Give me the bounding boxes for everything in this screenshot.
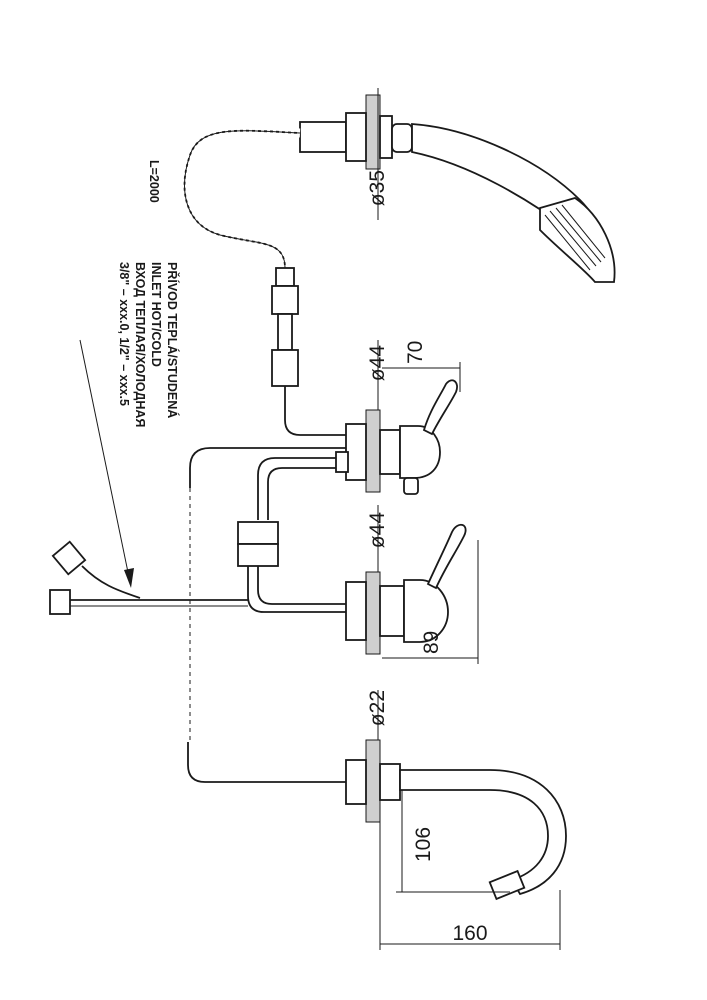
shower-holder-sleeve [299,121,347,153]
supply-hose-nut-1 [49,589,71,615]
spout-aerator [488,869,526,901]
lower-mixer-wall-plate [365,571,381,655]
pipe-union-upper [237,521,279,545]
upper-mixer-button [403,477,419,495]
hose-connector-nut [271,285,299,315]
dim-shower-diameter: ø35 [366,170,389,206]
inlet-note-en: INLET HOT/COLD [149,262,163,367]
dim-upper-mixer-diameter: ø44 [366,345,389,382]
upper-mixer-inlet [335,451,349,473]
dim-lower-mixer-diameter: ø44 [366,512,389,549]
shower-holder-cap [391,123,413,153]
supply-hoses [49,488,248,742]
hose-length-label: L=2000 [147,160,161,203]
inlet-note: PŘÍVOD TEPLÁ/STUDENÁ INLET HOT/COLD ВХОД… [117,262,180,427]
hose-connector-union [271,349,299,387]
spout-flange [379,763,401,801]
lower-mixer-lever [426,523,467,590]
flexible-hose [180,126,301,269]
dim-lower-mixer-reach: 89 [420,631,443,654]
dimensions: ø35 ø44 70 ø44 89 ø22 106 160 [366,88,561,950]
hose-connector-top [275,267,295,287]
upper-mixer-body [399,425,441,479]
hose-connector-stem [277,313,293,351]
shower-holder-nut [345,112,367,162]
dim-spout-diameter: ø22 [366,690,389,726]
inlet-note-cz: PŘÍVOD TEPLÁ/STUDENÁ [165,262,180,418]
upper-mixer [189,379,458,520]
dim-spout-reach: 160 [452,922,487,945]
shower-holder-flange [379,115,393,159]
spout-wall-plate [365,739,381,823]
shower-head-nozzles [544,204,606,271]
hand-shower [299,94,616,283]
supply-hose-nut-2 [51,540,87,576]
pipe-union-lower [237,543,279,567]
spout [187,739,567,901]
hose-connectors [271,267,346,436]
dim-upper-mixer-reach: 70 [404,341,427,364]
upper-mixer-lever [422,379,458,436]
upper-mixer-wall-plate [365,409,381,493]
upper-mixer-flange [379,429,401,475]
lower-mixer-nut [345,581,367,641]
dim-spout-height: 106 [412,827,435,862]
lower-mixer-flange [379,585,405,637]
inlet-note-ru: ВХОД ТЕПЛАЯ/ХОЛОДНАЯ [133,262,147,427]
inlet-note-thread: 3/8" – xxx.0, 1/2" – xxx.5 [117,262,131,406]
spout-nut [345,759,367,805]
lower-mixer [237,521,467,655]
shower-head [539,197,616,283]
inlet-leader [79,339,134,588]
spout-body [399,769,567,896]
upper-mixer-nut [345,423,367,481]
